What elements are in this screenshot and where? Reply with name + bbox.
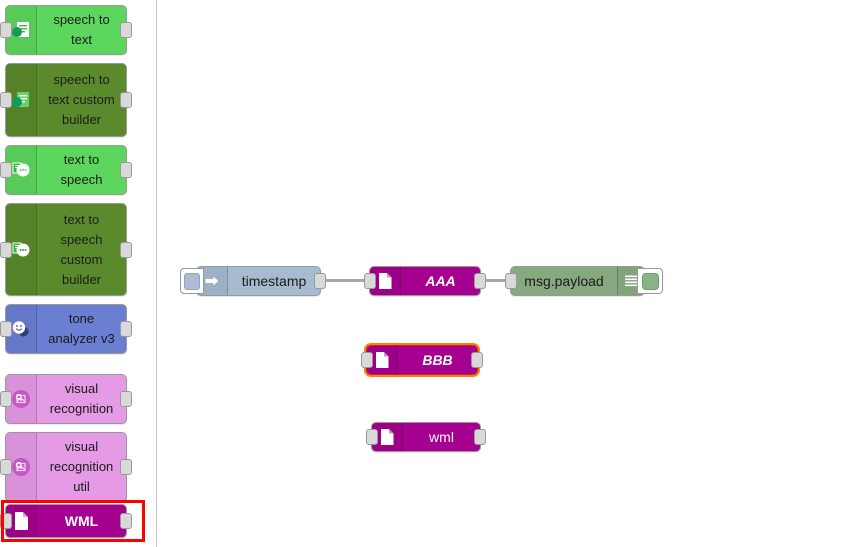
flow-node-label: BBB (422, 352, 453, 368)
debug-enable-toggle[interactable] (637, 268, 663, 294)
palette-item-text-to-speech[interactable]: text to speech (0, 145, 132, 195)
palette-port-in (0, 459, 12, 475)
node-port-in[interactable] (361, 352, 373, 368)
palette-item-text-to-speech-custom-builder[interactable]: text to speech custom builder (0, 203, 132, 296)
palette-item-visual-recognition-util[interactable]: visual recognition util (0, 432, 132, 502)
palette-item-label: text to speech custom builder (60, 211, 103, 287)
palette-item-label: speech to text (53, 12, 110, 47)
flow-node-label: AAA (425, 273, 456, 289)
node-port-out[interactable] (471, 352, 483, 368)
palette-item-speech-to-text[interactable]: speech to text (0, 5, 132, 55)
palette-item-speech-to-text-custom-builder[interactable]: speech to text custom builder (0, 63, 132, 137)
palette-item-label: visual recognition util (49, 439, 114, 494)
palette-item-label: tone analyzer v3 (48, 311, 115, 346)
speech-to-text-custom-builder-icon (6, 64, 37, 136)
palette-item-wml[interactable]: WML (0, 504, 132, 538)
file-icon (370, 267, 401, 295)
node-port-out[interactable] (474, 429, 486, 445)
palette-port-out (120, 459, 132, 475)
flow-node-debug[interactable]: msg.payload (505, 266, 663, 296)
node-port-out[interactable] (314, 273, 326, 289)
node-palette: speech to text speech to text custom bui… (0, 0, 157, 547)
palette-port-in (0, 162, 12, 178)
wire-aaa-to-debug (485, 279, 513, 282)
flow-node-aaa[interactable]: AAA (364, 266, 486, 296)
wire-inject-to-aaa (325, 279, 367, 282)
palette-port-in (0, 321, 12, 337)
node-port-out[interactable] (474, 273, 486, 289)
palette-port-out (120, 162, 132, 178)
node-port-in[interactable] (505, 273, 517, 289)
palette-port-in (0, 92, 12, 108)
palette-item-tone-analyzer-v3[interactable]: tone analyzer v3 (0, 304, 132, 354)
palette-port-in (0, 391, 12, 407)
palette-port-out (120, 92, 132, 108)
flow-node-inject-timestamp[interactable]: timestamp (180, 266, 326, 296)
flow-node-label: timestamp (241, 273, 307, 289)
palette-port-out (120, 391, 132, 407)
flow-node-label: wml (429, 429, 454, 445)
node-port-in[interactable] (366, 429, 378, 445)
palette-port-out (120, 241, 132, 258)
palette-port-in (0, 22, 12, 38)
palette-port-in (0, 513, 12, 529)
flow-node-label: msg.payload (524, 273, 604, 289)
node-port-in[interactable] (364, 273, 376, 289)
palette-port-out (120, 22, 132, 38)
palette-port-in (0, 241, 12, 258)
palette-item-label: speech to text custom builder (48, 72, 115, 127)
palette-item-label: text to speech (60, 152, 103, 187)
palette-port-out (120, 513, 132, 529)
flow-canvas[interactable]: timestamp AAA msg.payload (158, 0, 856, 547)
palette-item-label: visual recognition (49, 381, 114, 416)
palette-item-visual-recognition[interactable]: visual recognition (0, 374, 132, 424)
palette-port-out (120, 321, 132, 337)
flow-node-bbb[interactable]: BBB (361, 343, 483, 377)
palette-item-label: WML (64, 513, 99, 529)
inject-trigger-button[interactable] (180, 268, 204, 294)
flow-node-wml[interactable]: wml (366, 422, 486, 452)
